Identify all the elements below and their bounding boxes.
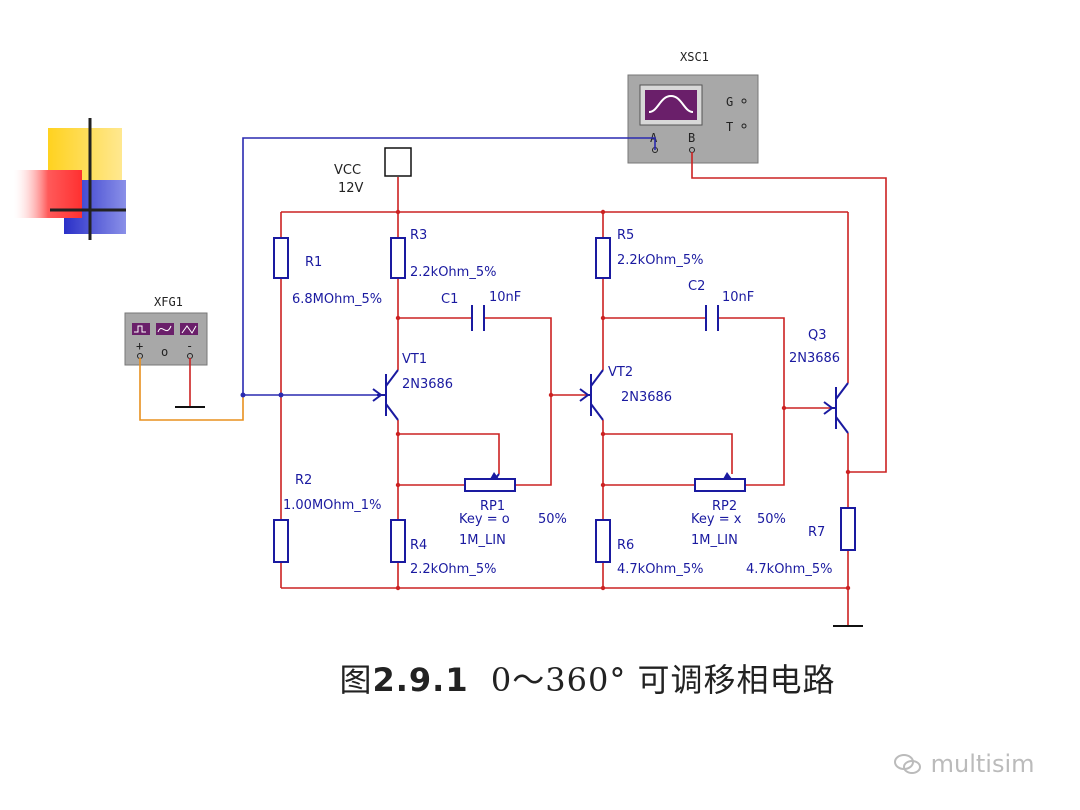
potentiometer-rp2[interactable]: RP2 Key = x 50% 1M_LIN (691, 472, 786, 548)
fg-minus-label: - (186, 339, 193, 353)
c1-label: C1 (441, 292, 458, 307)
q3-model: 2N3686 (789, 351, 840, 366)
fg-common-label: o (161, 345, 168, 359)
resistor-r7[interactable]: R7 4.7kOhm_5% (746, 507, 856, 577)
scope-b-label: B (688, 131, 695, 145)
r2-value: 1.00MOhm_1% (283, 498, 381, 513)
rp2-type: 1M_LIN (691, 533, 738, 548)
resistor-r3[interactable]: R3 2.2kOhm_5% (390, 228, 496, 280)
scope-t-label: T (726, 120, 733, 134)
rp2-percent: 50% (757, 512, 786, 527)
transistor-vt2[interactable]: VT2 2N3686 (579, 365, 672, 421)
watermark-text: multisim (930, 750, 1035, 778)
junction-dots (240, 209, 851, 591)
c2-value: 10nF (722, 290, 754, 305)
resistor-r1[interactable]: R1 6.8MOhm_5% (273, 237, 382, 307)
wires (139, 137, 887, 625)
r1-label: R1 (305, 255, 322, 270)
vt1-label: VT1 (402, 352, 427, 367)
c1-value: 10nF (489, 290, 521, 305)
capacitor-c1[interactable]: C1 10nF (441, 290, 521, 331)
r5-label: R5 (617, 228, 634, 243)
sine-wave-icon (648, 94, 694, 113)
r3-label: R3 (410, 228, 427, 243)
vcc-source[interactable]: VCC 12V (334, 147, 412, 196)
rp1-key: Key = o (459, 512, 510, 527)
potentiometer-rp1[interactable]: RP1 Key = o 50% 1M_LIN (459, 472, 567, 548)
resistor-r4[interactable]: R4 2.2kOhm_5% (390, 519, 496, 577)
resistor-r2[interactable]: R2 1.00MOhm_1% (273, 473, 381, 563)
square-wave-button-icon (132, 323, 150, 335)
resistor-r5[interactable]: R5 2.2kOhm_5% (595, 228, 703, 279)
r6-label: R6 (617, 538, 634, 553)
r1-value: 6.8MOhm_5% (292, 292, 382, 307)
c2-label: C2 (688, 279, 705, 294)
r5-value: 2.2kOhm_5% (617, 253, 703, 268)
q3-label: Q3 (808, 328, 827, 343)
rp1-percent: 50% (538, 512, 567, 527)
transistor-q3[interactable]: Q3 2N3686 (789, 328, 849, 434)
resistor-r6[interactable]: R6 4.7kOhm_5% (595, 519, 703, 577)
r6-value: 4.7kOhm_5% (617, 562, 703, 577)
capacitor-c2[interactable]: C2 10nF (688, 279, 754, 331)
r3-value: 2.2kOhm_5% (410, 265, 496, 280)
wechat-icon (894, 754, 921, 774)
caption-prefix: 图 (339, 661, 373, 699)
rp2-label: RP2 (712, 499, 737, 514)
r2-label: R2 (295, 473, 312, 488)
r4-label: R4 (410, 538, 427, 553)
scope-g-label: G (726, 95, 733, 109)
watermark: multisim (893, 750, 1035, 778)
rp2-key: Key = x (691, 512, 742, 527)
function-generator-xfg1[interactable]: XFG1 + o - (124, 295, 208, 366)
vcc-value: 12V (338, 181, 364, 196)
r7-value: 4.7kOhm_5% (746, 562, 832, 577)
decorative-corner-graphic (14, 118, 126, 240)
r4-value: 2.2kOhm_5% (410, 562, 496, 577)
transistor-vt1[interactable]: VT1 2N3686 (372, 352, 453, 421)
xsc1-label: XSC1 (680, 50, 709, 64)
scope-screen (645, 90, 697, 120)
xfg1-label: XFG1 (154, 295, 183, 309)
sine-wave-button-icon (156, 323, 174, 335)
vt1-model: 2N3686 (402, 377, 453, 392)
vt2-model: 2N3686 (621, 390, 672, 405)
caption-text: 0～360° 可调移相电路 (490, 661, 836, 699)
r7-label: R7 (808, 525, 825, 540)
figure-caption: 图2.9.1 0～360° 可调移相电路 (0, 655, 1080, 701)
vcc-label: VCC (334, 163, 361, 178)
fg-plus-label: + (136, 339, 143, 353)
rp1-type: 1M_LIN (459, 533, 506, 548)
vt2-label: VT2 (608, 365, 633, 380)
rp1-label: RP1 (480, 499, 505, 514)
oscilloscope-xsc1[interactable]: XSC1 G T A B (627, 50, 759, 164)
caption-number: 2.9.1 (372, 661, 469, 699)
